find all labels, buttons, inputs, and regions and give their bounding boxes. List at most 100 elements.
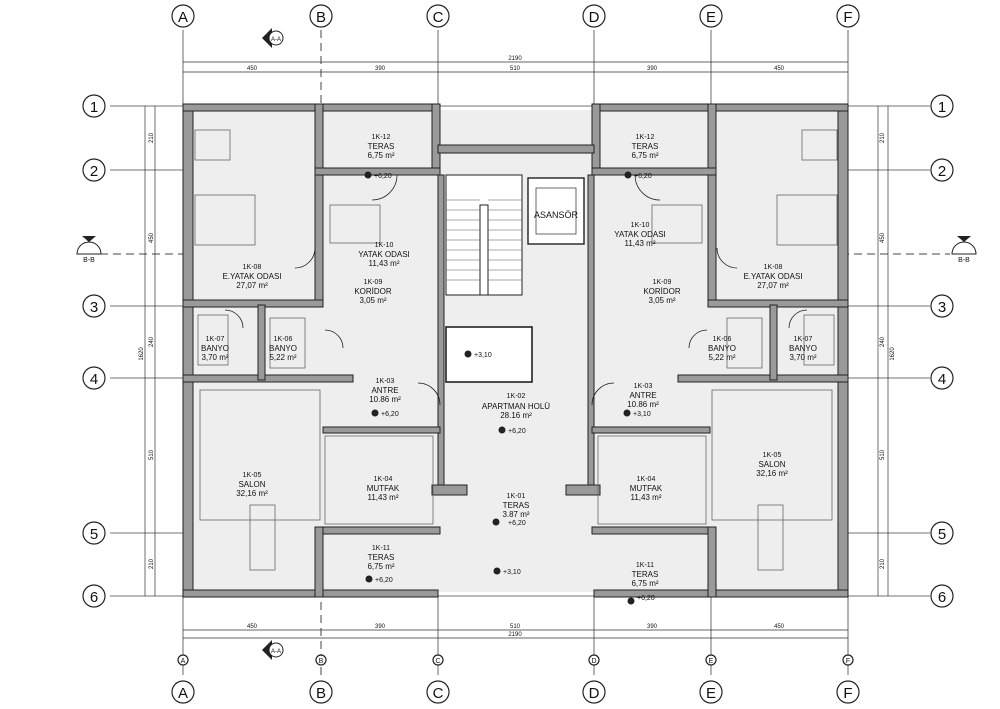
- level-bottom-right: +6,20: [637, 595, 655, 602]
- dim-left-seg-5: 210: [149, 558, 155, 569]
- grid-label-D-small: D: [591, 658, 596, 665]
- room-name-salon-left: SALON: [238, 480, 265, 489]
- room-area-kitchen-right: 11,43 m²: [631, 493, 662, 502]
- dim-top-total: 2190: [508, 56, 522, 62]
- room-area-bedroom-right: 11,43 m²: [625, 239, 656, 248]
- row-label-5-left: 5: [90, 526, 98, 543]
- dim-top-center: 510: [510, 66, 521, 72]
- row-label-1-right: 1: [938, 99, 946, 116]
- room-area-bath7-left: 3,70 m²: [201, 353, 228, 362]
- dim-left-total: 1620: [139, 347, 145, 361]
- grid-label-E-small: E: [709, 658, 714, 665]
- dimensions-top: 2190 510 450 390 390 450: [183, 56, 848, 73]
- room-area-corridor-left: 3,05 m²: [359, 296, 386, 305]
- dim-right-seg-5: 210: [880, 558, 886, 569]
- room-code-bath6-left: 1K-06: [274, 336, 293, 343]
- room-area-bath7-right: 3,70 m²: [789, 353, 816, 362]
- row-label-3-right: 3: [938, 299, 946, 316]
- dimensions-right: 1620 210 450 240 510 210: [877, 106, 896, 596]
- level-hall: +6,20: [508, 428, 526, 435]
- grid-label-E-bottom: E: [706, 685, 716, 702]
- dim-bottom-seg-3: 390: [647, 624, 658, 630]
- dim-bottom-seg-4: 450: [774, 624, 785, 630]
- room-name-entry-right: ANTRE: [629, 391, 656, 400]
- room-name-bath7-right: BANYO: [789, 344, 817, 353]
- dim-top-seg-3: 390: [647, 66, 658, 72]
- grid-bubbles-rows: 1 2 3 4 5 6 1 2 3 4 5 6: [82, 94, 954, 608]
- dim-left-seg-1: 210: [149, 132, 155, 143]
- grid-label-A-top: A: [178, 9, 188, 26]
- dim-right-seg-4: 510: [880, 449, 886, 460]
- room-name-bath7-left: BANYO: [201, 344, 229, 353]
- grid-label-B-top: B: [316, 9, 326, 26]
- grid-label-F-top: F: [843, 9, 852, 26]
- room-area-master-left: 27,07 m²: [236, 281, 268, 290]
- dimensions-left: 1620 210 450 240 510 210: [139, 106, 156, 596]
- row-label-6-left: 6: [90, 589, 98, 606]
- dim-bottom-center: 510: [510, 624, 521, 630]
- room-code-kitchen-right: 1K-04: [637, 476, 656, 483]
- dim-left-seg-2: 450: [149, 232, 155, 243]
- room-code-salon-right: 1K-05: [763, 452, 782, 459]
- room-area-hall: 28.16 m²: [500, 411, 532, 420]
- room-code-bath6-right: 1K-06: [713, 336, 732, 343]
- row-label-4-right: 4: [938, 371, 946, 388]
- room-code-terrace-top-right: 1K-12: [636, 134, 655, 141]
- row-label-1-left: 1: [90, 99, 98, 116]
- room-name-kitchen-right: MUTFAK: [630, 484, 663, 493]
- grid-label-C-small: C: [435, 658, 440, 665]
- room-area-terrace-center: 3.87 m²: [502, 510, 529, 519]
- row-label-5-right: 5: [938, 526, 946, 543]
- room-area-terrace-top-left: 6,75 m²: [367, 151, 394, 160]
- room-code-terrace-bottom-right: 1K-11: [636, 562, 654, 569]
- room-code-terrace-center: 1K-01: [507, 493, 526, 500]
- room-name-bedroom-left: YATAK ODASI: [358, 250, 410, 259]
- dim-right-seg-2: 450: [880, 232, 886, 243]
- level-markers: +6,20 +6,20 +3,10 +6,20 +3,10 +6,20 +6,2…: [364, 171, 655, 605]
- level-hall-top: +3,10: [474, 352, 492, 359]
- section-mark-top: A-A: [271, 37, 281, 43]
- level-top-right: +6,20: [634, 173, 652, 180]
- row-label-2-right: 2: [938, 163, 946, 180]
- room-name-elevator: ASANSÖR: [534, 210, 579, 220]
- dim-bottom-seg-2: 390: [375, 624, 386, 630]
- room-area-terrace-top-right: 6,75 m²: [631, 151, 658, 160]
- dim-right-seg-3: 240: [880, 336, 886, 347]
- room-area-bath6-left: 5,22 m²: [269, 353, 296, 362]
- room-code-master-left: 1K-08: [243, 264, 262, 271]
- room-name-kitchen-left: MUTFAK: [367, 484, 400, 493]
- room-code-entry-right: 1K-03: [634, 383, 653, 390]
- room-code-master-right: 1K-08: [764, 264, 783, 271]
- room-code-bedroom-right: 1K-10: [631, 222, 650, 229]
- level-bottom-left: +6,20: [375, 577, 393, 584]
- doors: [224, 174, 808, 406]
- grid-label-A-small: A: [181, 658, 186, 665]
- room-code-corridor-left: 1K-09: [364, 279, 383, 286]
- row-label-4-left: 4: [90, 371, 98, 388]
- room-name-salon-right: SALON: [758, 460, 785, 469]
- section-markers: B-B B-B A-A A-A: [76, 28, 977, 660]
- room-area-salon-right: 32,16 m²: [756, 469, 788, 478]
- room-code-hall: 1K-02: [507, 393, 526, 400]
- room-area-bath6-right: 5,22 m²: [708, 353, 735, 362]
- level-terrace-center: +6,20: [508, 520, 526, 527]
- room-code-terrace-bottom-left: 1K-11: [372, 545, 390, 552]
- grid-label-F-small: F: [846, 658, 850, 665]
- section-mark-right: B-B: [958, 257, 970, 264]
- dim-bottom-seg-1: 450: [247, 624, 258, 630]
- grid-label-E-top: E: [706, 9, 716, 26]
- dim-top-seg-2: 390: [375, 66, 386, 72]
- dim-top-seg-4: 450: [774, 66, 785, 72]
- grid-label-A-bottom: A: [178, 685, 188, 702]
- row-label-6-right: 6: [938, 589, 946, 606]
- room-area-master-right: 27,07 m²: [757, 281, 789, 290]
- room-name-bedroom-right: YATAK ODASI: [614, 230, 666, 239]
- room-name-bath6-left: BANYO: [269, 344, 297, 353]
- row-label-3-left: 3: [90, 299, 98, 316]
- room-area-terrace-bottom-left: 6,75 m²: [367, 562, 394, 571]
- room-area-entry-right: 10.86 m²: [627, 400, 659, 409]
- stair-treads: [446, 199, 522, 281]
- room-name-hall: APARTMAN HOLÜ: [482, 402, 550, 411]
- room-name-terrace-top-left: TERAS: [368, 142, 395, 151]
- level-front: +3,10: [503, 569, 521, 576]
